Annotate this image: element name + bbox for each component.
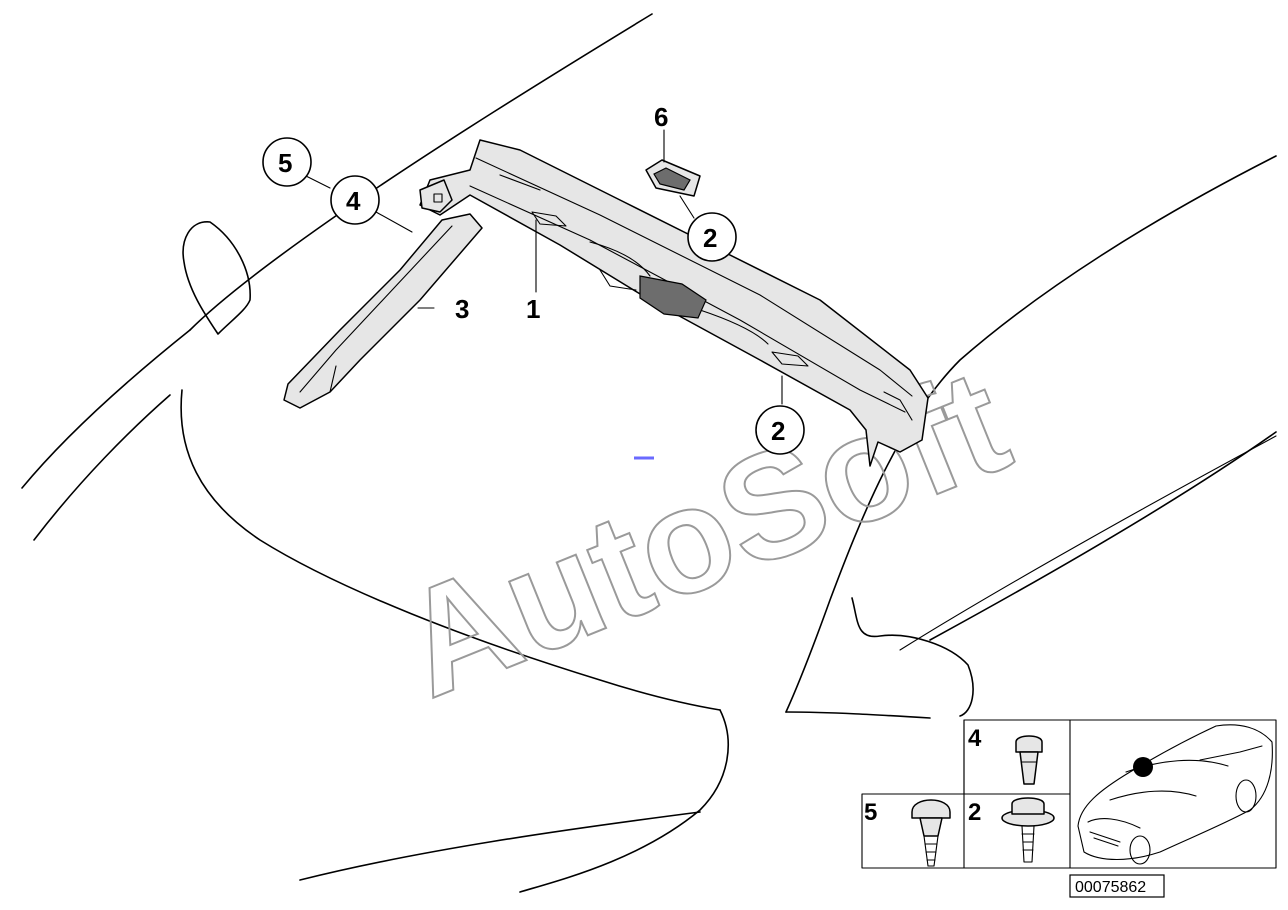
callout-4-circle xyxy=(330,175,380,225)
watermark-text: AutoSoft xyxy=(379,336,1029,729)
part-1-cowl-panel xyxy=(419,139,929,467)
callout-5-circle xyxy=(262,137,312,187)
legend-label-4: 4 xyxy=(968,725,982,752)
car-body-outline xyxy=(21,13,1277,893)
callout-2-lower-label: 2 xyxy=(771,416,785,446)
legend-label-5: 5 xyxy=(864,799,877,826)
leader-lines xyxy=(305,129,783,405)
legend-label-2: 2 xyxy=(968,799,981,826)
diagram-code: 00075862 xyxy=(1075,879,1146,896)
callout-1-label: 1 xyxy=(526,294,540,324)
callout-6: 6 xyxy=(654,102,668,132)
part-6-clip xyxy=(645,159,701,197)
callout-2-upper-label: 2 xyxy=(703,223,717,253)
callout-3-label: 3 xyxy=(455,294,469,324)
car-location-icon xyxy=(1077,724,1273,865)
screw-with-washer-icon xyxy=(1001,797,1055,863)
part-3-pillar-trim xyxy=(283,213,483,409)
callout-4-label: 4 xyxy=(346,186,361,216)
location-dot xyxy=(1133,757,1153,777)
callout-6-label: 6 xyxy=(654,102,668,132)
callout-5: 5 xyxy=(262,137,312,187)
callout-2-lower-circle xyxy=(755,405,805,455)
callout-2-upper: 2 xyxy=(687,212,737,262)
diagram-code-box: 00075862 xyxy=(1069,874,1165,898)
fastener-legend: 4 5 2 xyxy=(861,719,1277,869)
callout-5-label: 5 xyxy=(278,148,292,178)
callout-3: 3 xyxy=(455,294,469,324)
push-rivet-icon xyxy=(911,799,951,867)
callout-1: 1 xyxy=(526,294,540,324)
callout-2-lower: 2 xyxy=(755,405,805,455)
callout-4: 4 xyxy=(330,175,380,225)
clip-icon xyxy=(1015,735,1043,785)
callout-2-upper-circle xyxy=(687,212,737,262)
